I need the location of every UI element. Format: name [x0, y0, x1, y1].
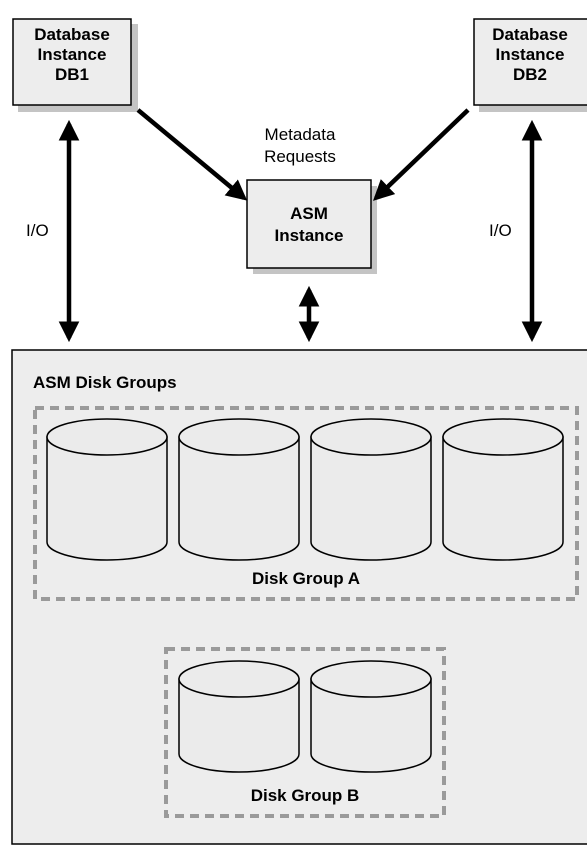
disk-cylinder-a-1 [46, 418, 168, 561]
db2-label-line-2: Instance [496, 45, 565, 64]
asm-instance-label-line-1: ASM [290, 204, 328, 223]
disk-group-a: Disk Group A [33, 406, 579, 601]
disk-group-b-border [164, 647, 446, 818]
db1-label-line-1: Database [34, 25, 110, 44]
disk-group-a-border [33, 406, 579, 601]
disk-cylinder-a-4 [442, 418, 564, 561]
asm-instance-box: ASM Instance [246, 179, 377, 274]
asm-instance-label-line-2: Instance [275, 226, 344, 245]
disk-group-a-label: Disk Group A [252, 569, 360, 588]
disk-group-b: Disk Group B [164, 647, 446, 818]
db1-instance-box: Database Instance DB1 [12, 18, 138, 112]
db2-label-line-1: Database [492, 25, 568, 44]
db1-label-line-3: DB1 [55, 65, 89, 84]
asm-disk-groups-title: ASM Disk Groups [33, 373, 177, 392]
disk-cylinder-b-1 [178, 660, 300, 773]
metadata-requests-label-line-1: Metadata [265, 125, 336, 144]
db2-label-line-3: DB2 [513, 65, 547, 84]
disk-group-b-label: Disk Group B [251, 786, 360, 805]
disk-cylinder-a-2 [178, 418, 300, 561]
db2-instance-box: Database Instance DB2 [473, 18, 587, 112]
io-label-left: I/O [26, 221, 49, 240]
metadata-arrow-db2 [373, 108, 470, 201]
db1-label-line-2: Instance [38, 45, 107, 64]
io-label-right: I/O [489, 221, 512, 240]
disk-cylinder-a-3 [310, 418, 432, 561]
disk-cylinder-b-2 [310, 660, 432, 773]
metadata-requests-label-line-2: Requests [264, 147, 336, 166]
metadata-arrow-db1 [136, 108, 248, 201]
